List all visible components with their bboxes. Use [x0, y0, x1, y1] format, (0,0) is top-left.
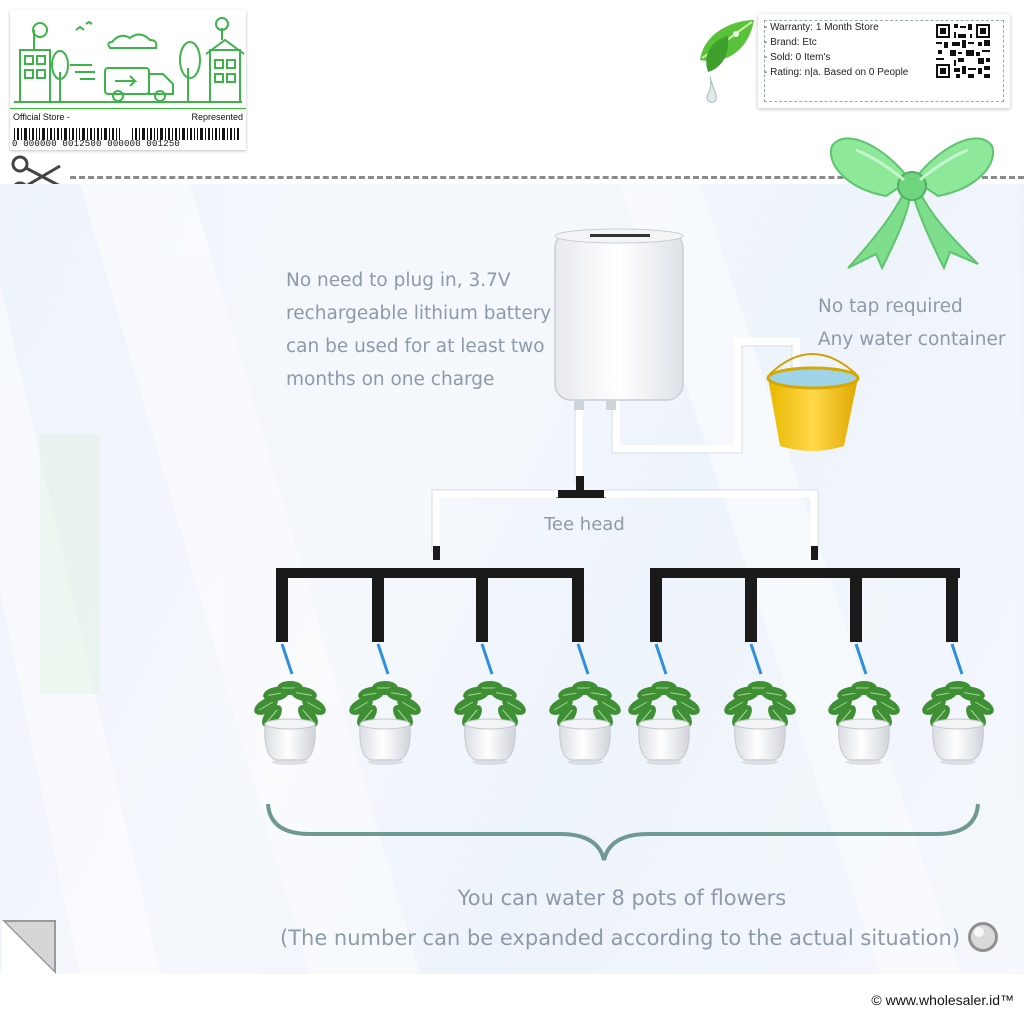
flower-pots	[254, 681, 994, 765]
flower-pot	[254, 681, 326, 765]
store-left-label: Official Store -	[13, 112, 70, 122]
water-bucket	[766, 353, 860, 451]
expandable-caption: (The number can be expanded according to…	[280, 926, 961, 950]
flower-pot	[628, 681, 700, 765]
info-card: - Warranty: 1 Month Store - Brand: Etc -…	[758, 14, 1010, 108]
flower-pot	[549, 681, 621, 765]
flower-pot	[349, 681, 421, 765]
copyright-notice: © www.wholesaler.id™	[871, 992, 1014, 1008]
store-label-row: Official Store - Represented	[10, 108, 246, 125]
corner-fold-icon	[2, 920, 56, 974]
store-illustration-icon	[14, 17, 245, 103]
brand-line: - Brand: Etc	[764, 37, 817, 48]
tee-head-label: Tee head	[544, 514, 625, 535]
flower-pot	[922, 681, 994, 765]
product-image-panel: No need to plug in, 3.7V rechargeable li…	[0, 184, 1024, 974]
battery-description: No need to plug in, 3.7V rechargeable li…	[286, 270, 552, 390]
flower-pot	[454, 681, 526, 765]
cut-line-divider	[70, 176, 1024, 179]
barcode-number: 0 000000 0012500 000000 001250	[12, 139, 181, 149]
info-card-border	[764, 20, 1004, 102]
sold-line: - Sold: 0 Item's	[764, 52, 831, 63]
store-right-label: Represented	[191, 112, 243, 122]
info-lines: - Warranty: 1 Month Store - Brand: Etc -…	[764, 20, 908, 80]
barcode-icon	[14, 128, 239, 140]
store-card: Official Store - Represented	[10, 10, 246, 150]
flower-pot	[828, 681, 900, 765]
tap-description: No tap required Any water container	[818, 290, 1018, 356]
metal-button-icon[interactable]	[966, 920, 1000, 954]
qr-code-icon[interactable]	[934, 22, 992, 80]
rating-line: - Rating: n|a. Based on 0 People	[764, 67, 909, 78]
tap-line-1: No tap required	[818, 296, 963, 317]
pot-count-caption: You can water 8 pots of flowers	[457, 886, 787, 910]
bow-icon	[829, 137, 995, 270]
warranty-line: - Warranty: 1 Month Store	[764, 22, 879, 33]
leaf-water-drop-icon	[700, 20, 754, 103]
flower-pot	[724, 681, 796, 765]
pump-tank	[554, 228, 684, 410]
irrigation-diagram	[0, 184, 1020, 974]
tap-line-2: Any water container	[818, 329, 1006, 350]
